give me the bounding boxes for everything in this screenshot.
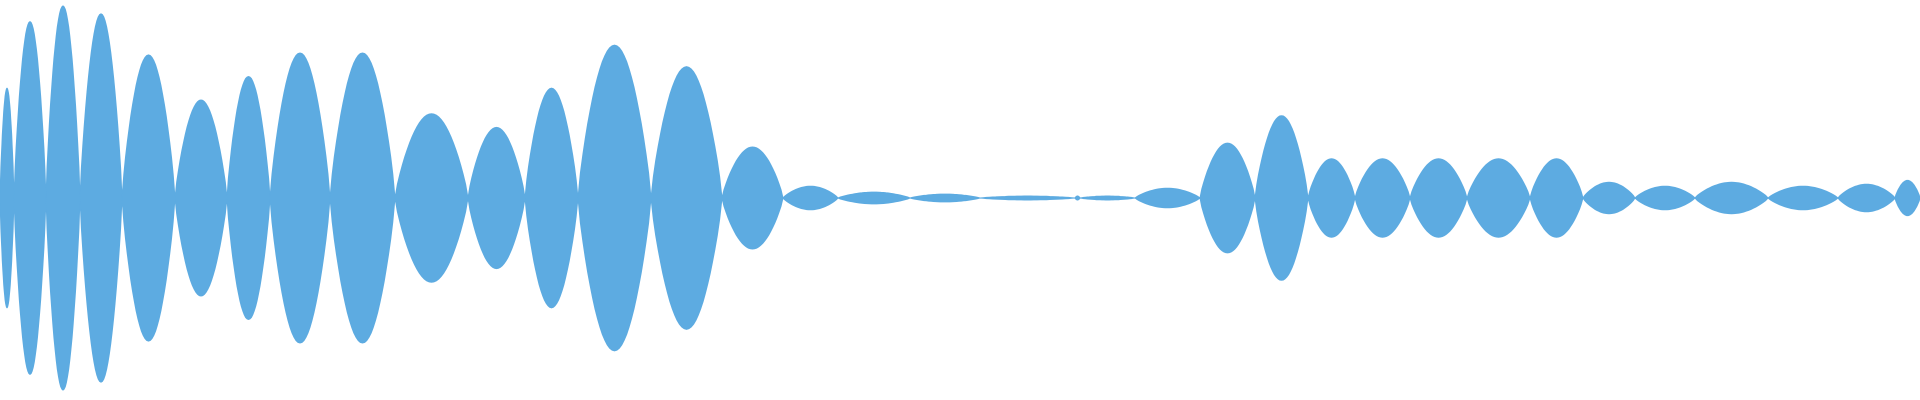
waveform-envelope <box>0 5 1920 391</box>
